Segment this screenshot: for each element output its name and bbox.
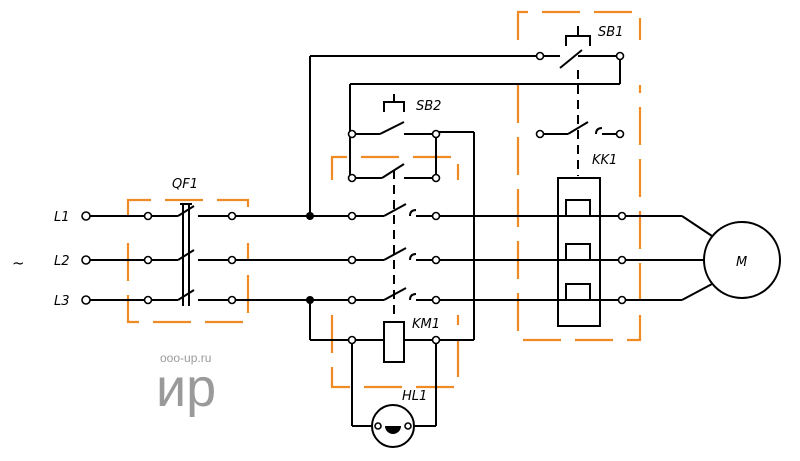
main-contacts-km1 xyxy=(347,170,441,318)
thermal-contact-kk1 xyxy=(535,121,625,139)
stop-button-sb1 xyxy=(535,26,625,176)
junction-dot xyxy=(306,212,314,220)
label-qf1: QF1 xyxy=(172,177,198,192)
watermark-site: ooo-up.ru xyxy=(160,351,211,365)
holding-contact-km1 xyxy=(347,163,441,183)
motor-symbol xyxy=(703,221,781,299)
watermark-logo: ир xyxy=(156,358,216,418)
label-kk1: KK1 xyxy=(592,153,617,168)
junction-dot xyxy=(306,296,314,304)
frame-sb1-kk1 xyxy=(516,10,642,342)
label-km1: KM1 xyxy=(412,317,440,332)
thermal-relay-kk1 xyxy=(557,177,627,327)
label-l3: L3 xyxy=(54,294,70,309)
label-l1: L1 xyxy=(54,210,70,225)
label-hl1: HL1 xyxy=(402,389,427,404)
breaker-qf1 xyxy=(143,203,237,306)
label-sb2: SB2 xyxy=(416,99,441,114)
lamp-hl1 xyxy=(371,404,415,448)
frame-qf1 xyxy=(126,198,250,324)
coil-km1 xyxy=(347,321,441,363)
terminal-l3 xyxy=(81,295,91,305)
start-button-sb2 xyxy=(347,94,441,139)
frame-km1 xyxy=(330,155,460,389)
label-motor: M xyxy=(736,255,747,270)
terminal-l2 xyxy=(81,255,91,265)
label-l2: L2 xyxy=(54,254,70,269)
ac-symbol: ~ xyxy=(12,254,25,272)
control-wiring xyxy=(309,55,621,427)
terminal-l1 xyxy=(81,211,91,221)
label-sb1: SB1 xyxy=(598,25,623,40)
